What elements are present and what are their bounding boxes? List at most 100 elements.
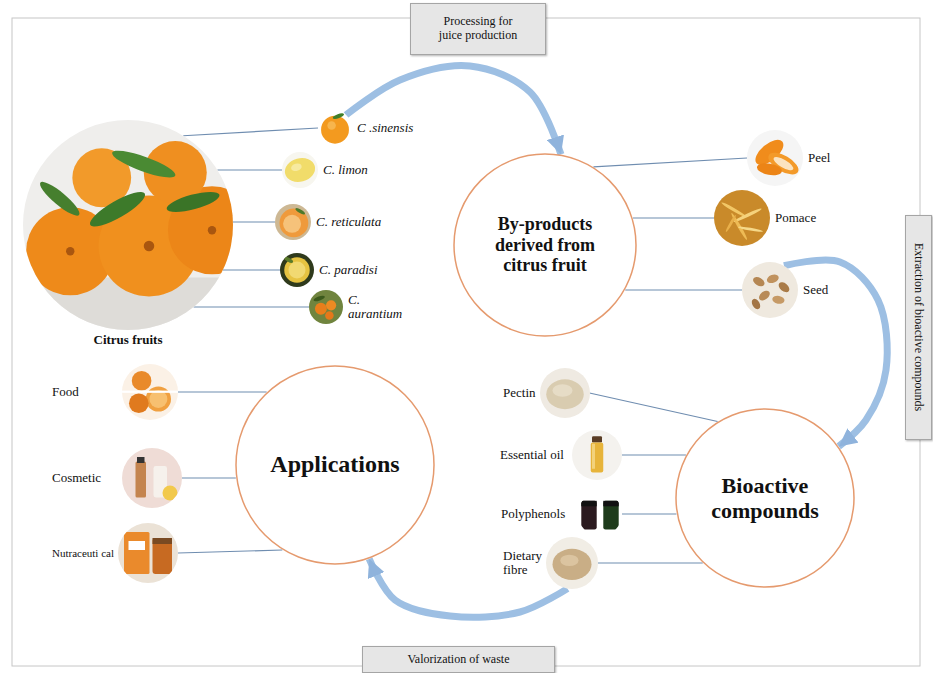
process-box: Valorization of waste <box>362 646 555 673</box>
illustration-ellipse <box>546 379 584 409</box>
connector-line <box>182 477 236 478</box>
node-label: C. aurantium <box>348 293 408 322</box>
photo-icon <box>714 190 770 246</box>
illustration-circle <box>454 154 636 336</box>
node-label: Essential oil <box>500 448 564 462</box>
illustration-ellipse <box>766 273 780 285</box>
illustration-rect <box>572 430 622 480</box>
icon-node: C. aurantium <box>309 290 408 324</box>
node-label: Cosmetic <box>52 471 101 485</box>
illustration-circle <box>283 215 301 233</box>
process-box: Processing for juice production <box>410 3 546 55</box>
node-label: Nutraceuti cal <box>52 547 114 559</box>
illustration-circle <box>321 116 349 144</box>
illustration-rect <box>280 253 314 287</box>
text-wrap: Peel <box>808 151 830 165</box>
illustration-rect <box>153 538 173 544</box>
connector-line <box>593 158 747 167</box>
node-label: Applications <box>270 451 399 479</box>
text-wrap: Applications <box>270 451 399 479</box>
illustration-g <box>280 253 314 287</box>
illustration-rect <box>129 541 146 550</box>
icon-node: C .sinensis <box>318 111 413 145</box>
illustration-ellipse <box>283 255 294 264</box>
node-label: Pomace <box>775 211 816 225</box>
icon-node: Pomace <box>714 190 816 246</box>
icon-node: Food <box>52 364 178 420</box>
illustration-ellipse <box>725 214 737 232</box>
illustration-ellipse <box>738 226 763 233</box>
text-wrap: By-products derived from citrus fruit <box>484 214 606 276</box>
illustration-rect <box>747 130 803 186</box>
icon-node: Peel <box>747 130 830 186</box>
illustration-ellipse <box>560 555 578 566</box>
icon-node: Essential oil <box>500 430 622 480</box>
illustration-rect <box>742 262 798 318</box>
illustration-rect <box>309 290 343 324</box>
illustration-rect <box>136 462 147 498</box>
photo-icon <box>540 368 590 418</box>
illustration-ellipse <box>290 162 302 172</box>
text-wrap: Citrus fruits <box>94 333 163 348</box>
node-label: Polyphenols <box>501 507 565 521</box>
photo-icon <box>23 120 233 330</box>
node-label: C. reticulata <box>316 215 381 229</box>
illustration-rect <box>546 537 598 589</box>
node-label: Food <box>52 385 79 399</box>
illustration-circle <box>327 121 336 130</box>
category-circle: Applications <box>235 365 435 565</box>
illustration-rect <box>282 152 318 188</box>
node-label: Peel <box>808 151 830 165</box>
icon-node: Polyphenols <box>501 492 622 536</box>
photo-icon <box>572 430 622 480</box>
illustration-ellipse <box>36 178 83 220</box>
illustration-ellipse <box>772 295 785 305</box>
node-label: Extraction of bioactive compounds <box>912 243 926 411</box>
node-label: C. limon <box>323 163 368 177</box>
photo-icon <box>122 364 178 420</box>
illustration-ellipse <box>757 289 771 303</box>
illustration-rect <box>592 436 602 442</box>
text-wrap: Pectin <box>503 386 536 400</box>
photo-icon <box>318 111 352 145</box>
illustration-ellipse <box>552 549 591 580</box>
illustration-rect <box>122 391 178 393</box>
icon-node: C. reticulata <box>275 204 381 240</box>
illustration-circle <box>132 371 152 391</box>
illustration-g <box>275 204 311 240</box>
text-wrap: Dietary fibre <box>503 549 542 578</box>
illustration-ellipse <box>282 155 318 186</box>
illustration-ellipse <box>750 297 762 310</box>
illustration-rect <box>592 444 595 469</box>
illustration-ellipse <box>110 146 178 183</box>
illustration-rect <box>603 501 618 530</box>
icon-node: Dietary fibre <box>503 537 594 589</box>
illustration-rect <box>591 443 604 473</box>
icon-node: Cosmetic <box>52 448 182 508</box>
illustration-circle <box>129 393 149 413</box>
connector-line <box>178 550 282 553</box>
node-label: C. paradisi <box>319 263 378 277</box>
illustration-rect <box>581 501 596 507</box>
text-wrap: Valorization of waste <box>408 653 510 667</box>
illustration-circle <box>146 386 171 411</box>
photo-icon <box>309 290 343 324</box>
text-wrap: Bioactive compounds <box>695 473 835 524</box>
connector-line <box>622 454 686 455</box>
illustration-ellipse <box>752 275 767 288</box>
photo-icon <box>578 492 622 536</box>
text-wrap: C. aurantium <box>348 293 408 322</box>
text-wrap: C. reticulata <box>316 215 381 229</box>
text-wrap: C. limon <box>323 163 368 177</box>
connector-line <box>183 128 318 136</box>
illustration-ellipse <box>552 384 572 397</box>
illustration-g <box>742 262 798 318</box>
illustration-circle <box>326 300 336 310</box>
illustration-circle <box>315 303 327 315</box>
node-label: C .sinensis <box>357 121 413 135</box>
photo-icon <box>282 152 318 188</box>
illustration-rect <box>124 532 150 574</box>
node-label: Seed <box>803 283 828 297</box>
illustration-ellipse <box>86 186 149 232</box>
